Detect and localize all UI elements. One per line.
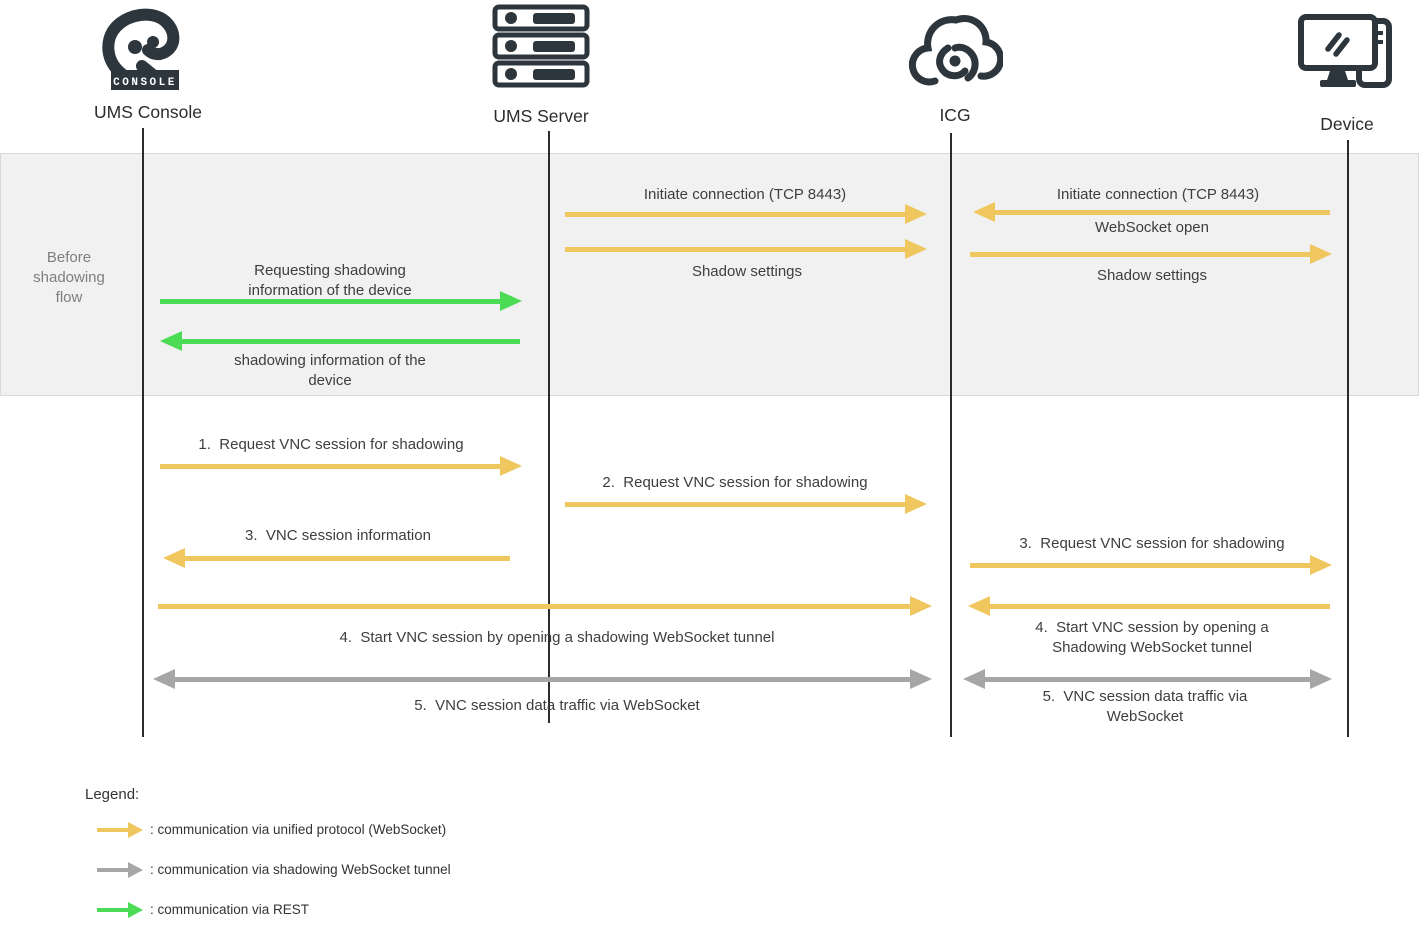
arrow-step4-start-vnc-right [968, 596, 1330, 616]
cloud-gateway-icon [906, 4, 1003, 96]
label-step1: 1. Request VNC session for shadowing [198, 436, 464, 453]
arrow-step1-request-vnc [160, 456, 522, 476]
label-step3-vnc-info: 3. VNC session information [245, 527, 431, 544]
lifeline-ums-console [142, 128, 144, 737]
arrow-initiate-connection-device-icg [973, 202, 1330, 222]
before-shadowing-band [0, 153, 1419, 396]
arrow-step5-data-traffic-right [963, 669, 1332, 689]
igel-console-logo-icon: CONSOLE [98, 4, 190, 100]
server-rack-icon [492, 4, 590, 88]
actor-label-ums-server: UMS Server [493, 106, 589, 126]
arrow-step3-vnc-info [163, 548, 510, 568]
actor-label-ums-console: UMS Console [94, 102, 202, 122]
label-initiate-connection-server-icg: Initiate connection (TCP 8443) [643, 186, 847, 203]
arrow-shadowing-info-response [160, 331, 520, 351]
lifeline-device [1347, 140, 1349, 737]
arrow-step3-request-vnc [970, 555, 1332, 575]
label-step2: 2. Request VNC session for shadowing [602, 474, 868, 491]
arrow-step5-data-traffic-long [153, 669, 932, 689]
actor-label-device: Device [1320, 114, 1374, 134]
legend-unified-label: : communication via unified protocol (We… [150, 822, 447, 837]
label-step5-right: 5. VNC session data traffic via WebSocke… [1042, 688, 1248, 725]
legend-tunnel-arrow-icon [97, 862, 143, 878]
arrow-step4-start-vnc-long [158, 596, 932, 616]
legend-title: Legend: [85, 786, 140, 803]
label-shadowing-info-response: shadowing information of the device [234, 352, 426, 389]
lifeline-icg [950, 133, 952, 737]
label-step3-request-vnc: 3. Request VNC session for shadowing [1019, 535, 1285, 552]
arrow-requesting-shadowing-info [160, 291, 522, 311]
actor-label-icg: ICG [939, 105, 971, 125]
label-initiate-connection-device-icg: Initiate connection (TCP 8443) [1056, 186, 1260, 203]
device-workstation-icon [1298, 14, 1396, 98]
lifeline-ums-server [548, 131, 550, 723]
label-step4-long: 4. Start VNC session by opening a shadow… [339, 629, 775, 646]
arrow-shadow-settings-icg-device [970, 244, 1332, 264]
arrow-step2-request-vnc [565, 494, 927, 514]
label-websocket-open: WebSocket open [1095, 219, 1209, 236]
console-badge-text: CONSOLE [113, 77, 177, 89]
label-shadow-settings-icg-device: Shadow settings [1096, 267, 1208, 284]
label-requesting-shadowing-info: Requesting shadowing information of the … [248, 262, 412, 299]
legend-tunnel-label: : communication via shadowing WebSocket … [150, 862, 451, 877]
label-step4-right: 4. Start VNC session by opening a Shadow… [1035, 619, 1269, 656]
label-shadow-settings-server-icg: Shadow settings [691, 263, 803, 280]
label-step5-long: 5. VNC session data traffic via WebSocke… [414, 697, 700, 714]
arrow-shadow-settings-server-icg [565, 239, 927, 259]
arrow-initiate-connection-server-icg [565, 204, 927, 224]
legend-rest-arrow-icon [97, 902, 143, 918]
band-label: Before shadowing flow [33, 249, 105, 306]
legend-rest-label: : communication via REST [150, 902, 310, 917]
legend-unified-arrow-icon [97, 822, 143, 838]
